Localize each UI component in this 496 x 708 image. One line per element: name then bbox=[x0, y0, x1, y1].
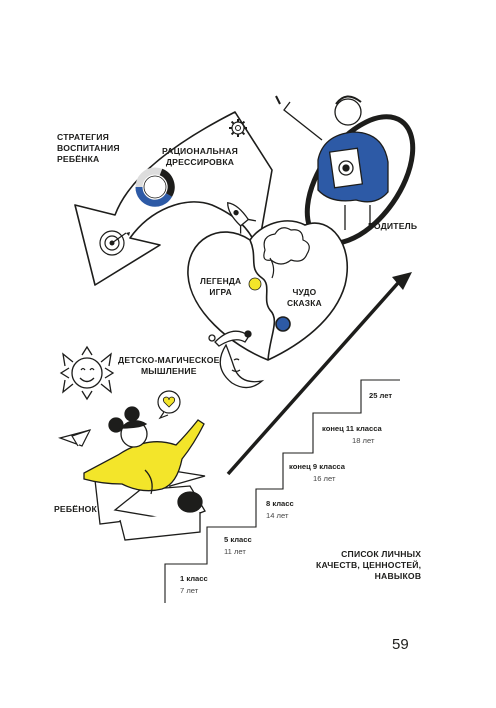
label-legend-game: ЛЕГЕНДА ИГРА bbox=[200, 276, 242, 297]
label-strategy: СТРАТЕГИЯ ВОСПИТАНИЯ РЕБЁНКА bbox=[57, 132, 120, 164]
growth-arrow bbox=[226, 281, 400, 476]
step-3-title: 8 класс bbox=[266, 499, 294, 508]
moon-icon bbox=[208, 330, 265, 389]
step-3-age: 14 лет bbox=[266, 511, 289, 520]
rocket-icon bbox=[227, 201, 257, 234]
cloud-icon bbox=[263, 227, 310, 279]
step-4-title: конец 9 класса bbox=[289, 462, 345, 471]
parent-figure bbox=[275, 95, 389, 230]
growth-arrowhead bbox=[392, 272, 412, 290]
label-rational-training: РАЦИОНАЛЬНАЯ ДРЕССИРОВКА bbox=[162, 146, 239, 167]
step-2-title: 5 класс bbox=[224, 535, 252, 544]
paper-plane-icon bbox=[58, 429, 92, 447]
blue-dot-icon bbox=[275, 316, 291, 332]
label-child: РЕБЁНОК bbox=[54, 504, 97, 514]
step-1-title: 1 класс bbox=[180, 574, 208, 583]
child-figure bbox=[83, 406, 206, 541]
label-miracle-tale: ЧУДО СКАЗКА bbox=[287, 287, 322, 308]
step-4-age: 16 лет bbox=[313, 474, 336, 483]
label-magic-thinking: ДЕТСКО-МАГИЧЕСКОЕ МЫШЛЕНИЕ bbox=[118, 355, 220, 376]
yellow-dot-icon bbox=[248, 277, 262, 291]
step-6-title: 25 лет bbox=[369, 391, 393, 400]
sun-icon bbox=[59, 345, 115, 401]
label-personal-qualities: СПИСОК ЛИЧНЫХ КАЧЕСТВ, ЦЕННОСТЕЙ, НАВЫКО… bbox=[316, 549, 422, 581]
speech-bubble-icon bbox=[157, 390, 181, 420]
page-number: 59 bbox=[392, 636, 409, 653]
target-icon bbox=[99, 230, 130, 256]
staircase bbox=[164, 379, 400, 603]
step-5-title: конец 11 класса bbox=[322, 424, 382, 433]
step-1-age: 7 лет bbox=[180, 586, 199, 595]
label-parent: РОДИТЕЛЬ bbox=[368, 221, 418, 231]
step-5-age: 18 лет bbox=[352, 436, 375, 445]
donut-chart-icon bbox=[135, 167, 175, 207]
step-2-age: 11 лет bbox=[224, 547, 246, 556]
gear-icon bbox=[229, 119, 247, 137]
heart-puzzle bbox=[187, 220, 348, 361]
